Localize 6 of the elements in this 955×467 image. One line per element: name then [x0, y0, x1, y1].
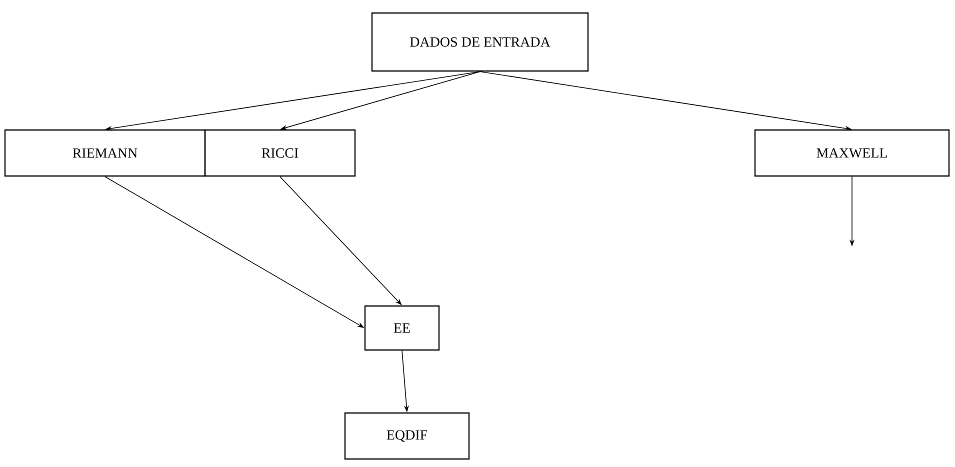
- process-box: MAXWELL: [754, 129, 950, 177]
- process-box: EQDIF: [344, 412, 470, 460]
- process-box: RICCI: [204, 129, 356, 177]
- process-box: RIEMANN: [4, 129, 206, 177]
- process-box: DADOS DE ENTRADA: [371, 12, 589, 72]
- process-box: EE: [364, 305, 440, 351]
